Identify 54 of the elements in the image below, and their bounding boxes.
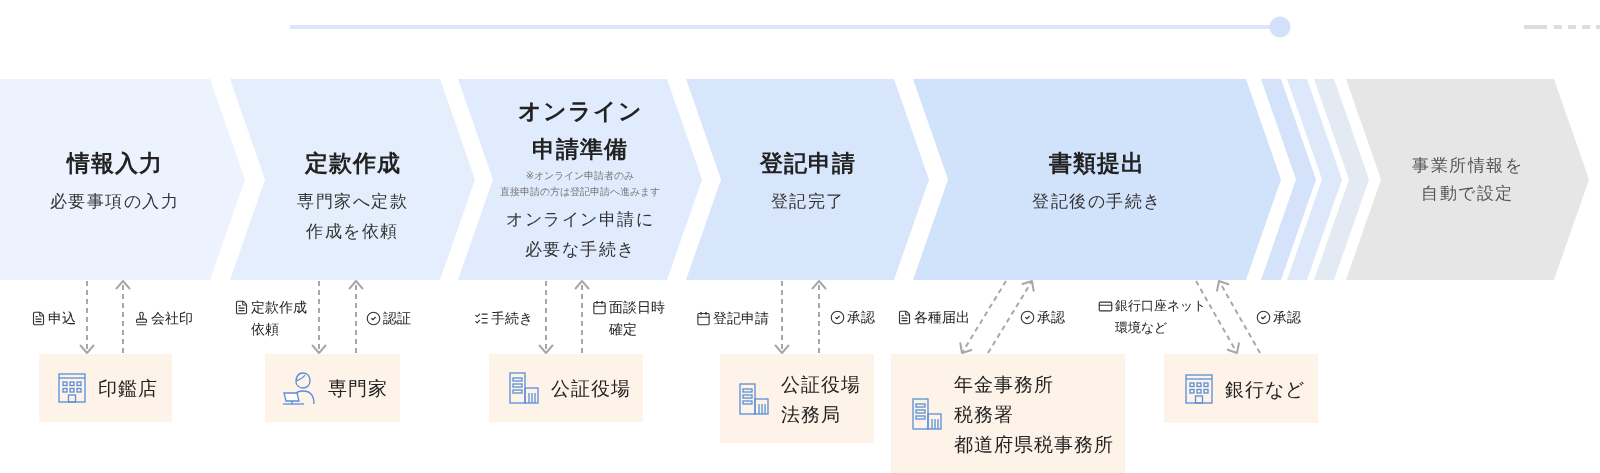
- dashed-arrow: [348, 280, 364, 354]
- dashed-arrow: [115, 280, 131, 354]
- step-description: 必要事項の入力: [49, 190, 180, 213]
- edge-label: 手続き: [491, 309, 533, 328]
- edge-label: 承認: [1273, 308, 1301, 327]
- dashed-arrow: [311, 280, 327, 354]
- organization-name: 公証役場: [781, 371, 861, 397]
- dashed-arrow: [811, 280, 827, 354]
- process-step: [1346, 79, 1589, 280]
- dashed-arrow: [774, 280, 790, 354]
- dashed-arrow: [574, 280, 590, 354]
- dashed-arrow: [959, 280, 1007, 354]
- dashed-arrow: [1195, 280, 1240, 354]
- organization-name: 印鑑店: [98, 376, 158, 401]
- dashed-arrow: [538, 280, 554, 354]
- organization-name: 銀行など: [1225, 376, 1305, 402]
- dashed-arrow: [79, 280, 95, 354]
- step-description: 登記完了: [770, 190, 845, 213]
- dashed-arrow: [1216, 280, 1261, 354]
- step-title: 書類提出: [1049, 149, 1145, 178]
- process-step: [0, 79, 245, 280]
- step-description: 事業所情報を自動で設定: [1411, 154, 1524, 205]
- step-note: ※オンライン申請者のみ: [525, 169, 635, 183]
- edge-label: 登記申請: [713, 309, 769, 328]
- step-title: 情報入力: [66, 149, 163, 178]
- organization-name: 専門家: [328, 376, 388, 401]
- organization-box: [720, 354, 874, 443]
- organization-box: [489, 354, 643, 422]
- step-description: オンライン申請に必要な手続き: [505, 208, 655, 261]
- organization-name: 法務局: [781, 401, 842, 427]
- dashed-arrow: [987, 280, 1035, 354]
- step-title: オンライン申請準備: [516, 97, 644, 164]
- edge-label: 申込: [48, 309, 76, 328]
- edge-label: 会社印: [151, 309, 193, 328]
- organization-box: [39, 354, 172, 422]
- step-description: 登記後の手続き: [1032, 190, 1162, 213]
- edge-label: 各種届出: [914, 308, 970, 327]
- edge-label: 承認: [1037, 308, 1065, 327]
- step-title: 定款作成: [304, 149, 401, 178]
- organization-box: [265, 354, 400, 422]
- step-description: 専門家へ定款作成を依頼: [296, 190, 409, 243]
- organization-name: 税務署: [954, 401, 1015, 427]
- edge-label: 銀行口座ネット環境など: [1115, 297, 1207, 337]
- edge-label: 承認: [847, 308, 875, 327]
- organization-name: 年金事務所: [954, 371, 1055, 397]
- organization-name: 都道府県税事務所: [954, 431, 1114, 457]
- step-note: 直接申請の方は登記申請へ進みます: [500, 185, 660, 199]
- edge-label: 定款作成依頼: [251, 298, 308, 339]
- edge-label: 面談日時確定: [609, 298, 666, 339]
- step-title: 登記申請: [759, 149, 856, 178]
- edge-label: 認証: [383, 309, 411, 328]
- organization-box: [891, 354, 1125, 473]
- organization-name: 公証役場: [551, 376, 631, 401]
- organization-box: [1164, 354, 1318, 423]
